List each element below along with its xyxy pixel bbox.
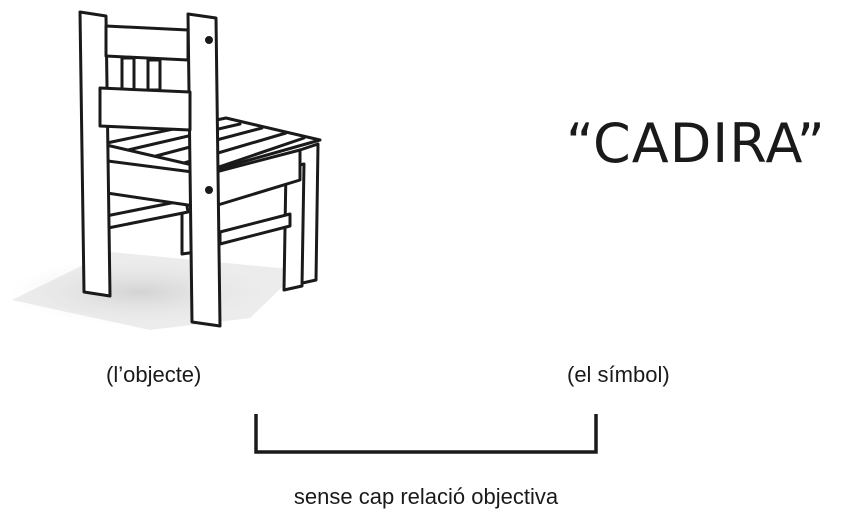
symbol-word: “CADIRA”: [566, 112, 826, 175]
chair-illustration: [8, 10, 322, 330]
middle-back-rail: [98, 86, 192, 132]
connecting-bracket: [254, 414, 598, 454]
top-back-rail: [104, 24, 190, 62]
front-stretcher: [218, 212, 292, 246]
floor-shadow-band: [12, 252, 300, 330]
relation-caption: sense cap relació objectiva: [293, 484, 559, 509]
left-back-post: [78, 10, 112, 298]
object-caption: (l’objecte): [106, 362, 202, 387]
right-back-post: [186, 12, 222, 328]
symbol-caption: (el símbol): [567, 362, 670, 387]
